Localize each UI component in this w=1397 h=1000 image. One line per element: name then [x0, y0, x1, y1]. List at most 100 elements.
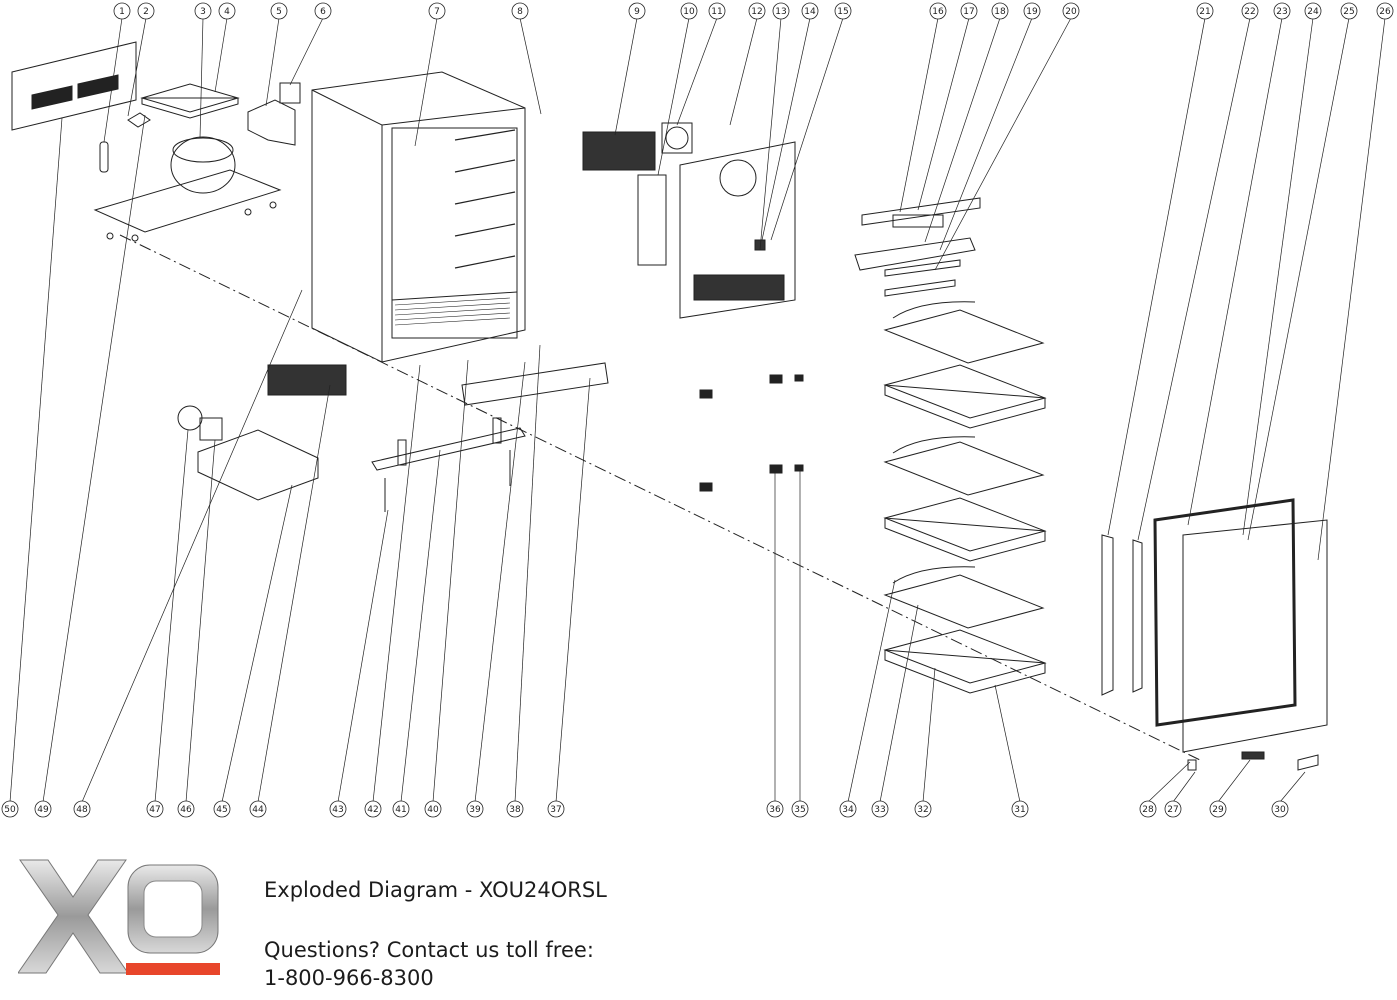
callout-number: 11	[711, 7, 722, 17]
callout-bubble	[1, 800, 19, 818]
callout-bubble	[73, 800, 91, 818]
door-assembly	[1101, 498, 1328, 771]
callout-11: 11	[708, 2, 726, 20]
callout-46: 46	[177, 800, 195, 818]
callout-31: 31	[1011, 800, 1029, 818]
callout-number: 44	[252, 805, 264, 815]
leader-lines	[9, 17, 1386, 803]
xo-logo	[18, 859, 220, 975]
callout-41: 41	[392, 800, 410, 818]
callout-bubble	[364, 800, 382, 818]
callout-29: 29	[1209, 800, 1227, 818]
diagram-title: Exploded Diagram - XOU24ORSL	[264, 878, 607, 902]
callout-bubble	[772, 2, 790, 20]
callout-bubble	[511, 2, 529, 20]
callout-number: 16	[932, 7, 944, 17]
callout-number: 36	[769, 805, 781, 815]
callout-15: 15	[834, 2, 852, 20]
callout-number: 31	[1014, 805, 1025, 815]
callout-43: 43	[329, 800, 347, 818]
callout-number: 8	[517, 7, 523, 17]
callout-4: 4	[218, 2, 236, 20]
callout-bubble	[1376, 2, 1394, 20]
callout-bubble	[1241, 2, 1259, 20]
callout-bubble	[1340, 2, 1358, 20]
callout-bubble	[314, 2, 332, 20]
callout-45: 45	[213, 800, 231, 818]
callout-38: 38	[506, 800, 524, 818]
callout-number: 42	[367, 805, 378, 815]
callout-bubble	[428, 2, 446, 20]
callout-number: 39	[469, 805, 481, 815]
callout-30: 30	[1271, 800, 1289, 818]
callout-17: 17	[960, 2, 978, 20]
callout-number: 29	[1212, 805, 1224, 815]
callout-bubble	[871, 800, 889, 818]
callout-7: 7	[428, 2, 446, 20]
callout-bubble	[218, 2, 236, 20]
callout-26: 26	[1376, 2, 1394, 20]
callout-bubble	[177, 800, 195, 818]
callout-5: 5	[270, 2, 288, 20]
callout-2: 2	[137, 2, 155, 20]
callout-bubble	[1011, 800, 1029, 818]
callout-34: 34	[839, 800, 857, 818]
callout-number: 27	[1167, 805, 1178, 815]
callout-bubble	[834, 2, 852, 20]
electrical-box	[247, 82, 301, 146]
base-rail-assembly	[371, 362, 609, 512]
callout-6: 6	[314, 2, 332, 20]
refrigerator-cabinet	[311, 71, 526, 363]
callout-number: 6	[320, 7, 326, 17]
callout-18: 18	[991, 2, 1009, 20]
callout-number: 19	[1026, 7, 1038, 17]
callout-8: 8	[511, 2, 529, 20]
callout-number: 7	[434, 7, 440, 17]
condenser-coil	[582, 122, 693, 266]
control-panel-assembly	[854, 197, 981, 297]
callout-number: 10	[683, 7, 695, 17]
contact-prompt: Questions? Contact us toll free:	[264, 938, 594, 962]
assembly-axis-line	[119, 234, 1201, 761]
callout-bubble	[249, 800, 267, 818]
callout-bubble	[1196, 2, 1214, 20]
callout-number: 49	[37, 805, 49, 815]
callout-bubble	[329, 800, 347, 818]
callout-bubble	[1209, 800, 1227, 818]
callout-bubble	[791, 800, 809, 818]
callout-25: 25	[1340, 2, 1358, 20]
callout-number: 15	[837, 7, 848, 17]
callout-number: 9	[634, 7, 640, 17]
callout-bubble	[766, 800, 784, 818]
callout-number: 32	[917, 805, 928, 815]
callout-9: 9	[628, 2, 646, 20]
callout-bubble	[137, 2, 155, 20]
callout-bubble	[146, 800, 164, 818]
callout-bubble	[680, 2, 698, 20]
callout-42: 42	[364, 800, 382, 818]
callout-number: 5	[276, 7, 282, 17]
callout-number: 24	[1307, 7, 1319, 17]
callout-10: 10	[680, 2, 698, 20]
callout-bubble	[466, 800, 484, 818]
callout-bubble	[194, 2, 212, 20]
callout-bubble	[628, 2, 646, 20]
callout-number: 40	[427, 805, 439, 815]
callout-bubble	[1164, 800, 1182, 818]
callout-39: 39	[466, 800, 484, 818]
shelf-clips	[699, 374, 804, 492]
callout-50: 50	[1, 800, 19, 818]
callout-bubble	[1062, 2, 1080, 20]
callout-16: 16	[929, 2, 947, 20]
callout-bubble	[929, 2, 947, 20]
callout-bubble	[708, 2, 726, 20]
callout-number: 50	[4, 805, 16, 815]
callout-bubble	[801, 2, 819, 20]
callout-number: 17	[963, 7, 974, 17]
callout-40: 40	[424, 800, 442, 818]
phone-number[interactable]: 1-800-966-8300	[264, 966, 434, 990]
callout-number: 28	[1142, 805, 1154, 815]
callout-number: 30	[1274, 805, 1286, 815]
callout-number: 3	[200, 7, 206, 17]
